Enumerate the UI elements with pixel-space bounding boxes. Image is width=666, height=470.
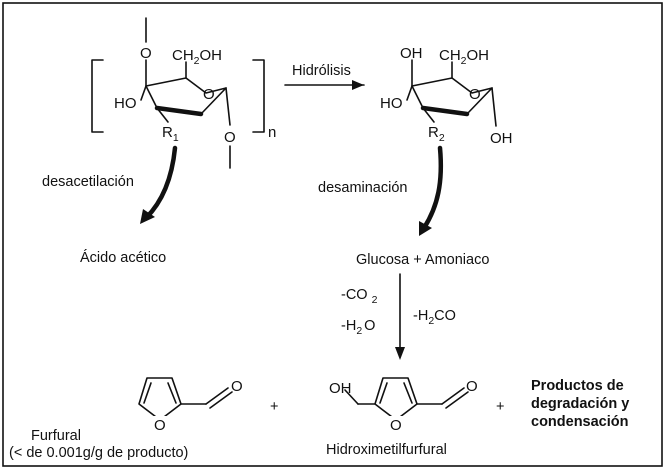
loss-h2co: -H2CO: [413, 308, 456, 327]
aldehyde-co-hmf-2: [445, 391, 469, 409]
furan-oxygen-furfural: O: [154, 417, 166, 434]
double-bond-furfural-a: [143, 382, 152, 404]
aldehyde-co-1: [205, 387, 229, 405]
products-line-1: Productos de: [531, 378, 624, 394]
acetic-acid-label: Ácido acético: [80, 249, 166, 266]
furfural-structure: O O: [138, 377, 243, 434]
aldehyde-co-2: [209, 391, 233, 409]
right-bracket: [252, 59, 265, 133]
bond-c1-oh: [491, 87, 497, 127]
plus-sign-1: +: [270, 399, 278, 415]
ring-oxygen-left: O: [203, 86, 215, 103]
products-line-2: degradación y: [531, 396, 629, 412]
plus-sign-2: +: [496, 399, 504, 415]
hydrolysis-label: Hidrólisis: [292, 63, 351, 79]
r2-group: R2: [428, 124, 445, 144]
glycosidic-oxygen-bottom: O: [224, 129, 236, 146]
hydrolysis-arrow: [284, 80, 365, 90]
degradation-arrow: [395, 273, 405, 360]
ho-right: HO: [380, 95, 403, 112]
deamination-label: desaminación: [318, 180, 407, 196]
furan-ring-hmf: [374, 377, 418, 421]
products-line-3: condensación: [531, 414, 629, 430]
furfural-label: Furfural: [31, 428, 81, 444]
oh-bottom-right: OH: [490, 130, 513, 147]
hmf-hydroxyl: OH: [329, 380, 352, 397]
deacetylation-label: desacetilación: [42, 174, 134, 190]
oh-top-right: OH: [400, 45, 423, 62]
bond-c2-r1: [156, 107, 169, 123]
bond-oh-ch2: [344, 389, 359, 405]
ring-oxygen-right: O: [469, 86, 481, 103]
hmf-label: Hidroximetilfurfural: [326, 442, 447, 458]
bond-c2-r2: [422, 107, 435, 123]
double-bond-hmf-b: [403, 382, 413, 404]
polymer-unit-structure: n O O CH2OH HO R1 O: [91, 17, 276, 169]
hmf-structure: OH O O: [329, 377, 478, 434]
aldehyde-oxygen-furfural: O: [231, 378, 243, 395]
furfural-note: (< de 0.001g/g de producto): [9, 445, 188, 461]
glycosidic-oxygen-top: O: [140, 45, 152, 62]
aldehyde-co-hmf-1: [441, 387, 465, 405]
repeat-n-label: n: [268, 124, 276, 141]
glucosamine-structure: O OH CH2OH HO R2 OH: [380, 45, 513, 147]
r1-group: R1: [162, 124, 179, 144]
bond-c1-o: [225, 87, 231, 126]
deacetylation-arrow: [140, 145, 178, 224]
double-bond-hmf-a: [379, 382, 388, 404]
bond-c3-ho: [140, 85, 147, 101]
ring-bold-edge-right: [420, 105, 470, 117]
ch2oh-right: CH2OH: [439, 47, 489, 67]
left-bracket: [91, 59, 104, 133]
furan-ring-furfural: [138, 377, 182, 421]
bond-c3-ho-right: [406, 85, 413, 101]
ch2oh-left: CH2OH: [172, 47, 222, 67]
double-bond-furfural-b: [167, 382, 177, 404]
furan-oxygen-hmf: O: [390, 417, 402, 434]
ring-bold-edge-left: [154, 105, 204, 117]
ho-left: HO: [114, 95, 137, 112]
deamination-arrow: [419, 145, 444, 236]
aldehyde-oxygen-hmf: O: [466, 378, 478, 395]
glucose-ammonia-label: Glucosa + Amoniaco: [356, 252, 489, 268]
